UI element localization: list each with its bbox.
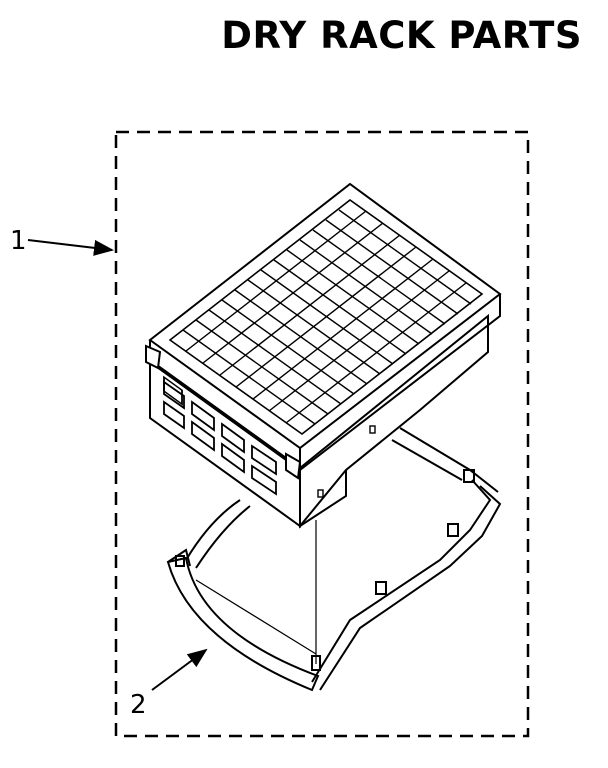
diagram-title: DRY RACK PARTS — [221, 14, 582, 57]
callout-2-arrow — [151, 648, 208, 691]
callout-1-label: 1 — [10, 226, 27, 256]
dry-rack-body — [145, 182, 502, 529]
assembly-boundary — [114, 130, 530, 738]
rack-support-bracket — [166, 427, 502, 692]
callout-1-arrow — [27, 239, 114, 256]
callout-2-label: 2 — [130, 690, 147, 720]
